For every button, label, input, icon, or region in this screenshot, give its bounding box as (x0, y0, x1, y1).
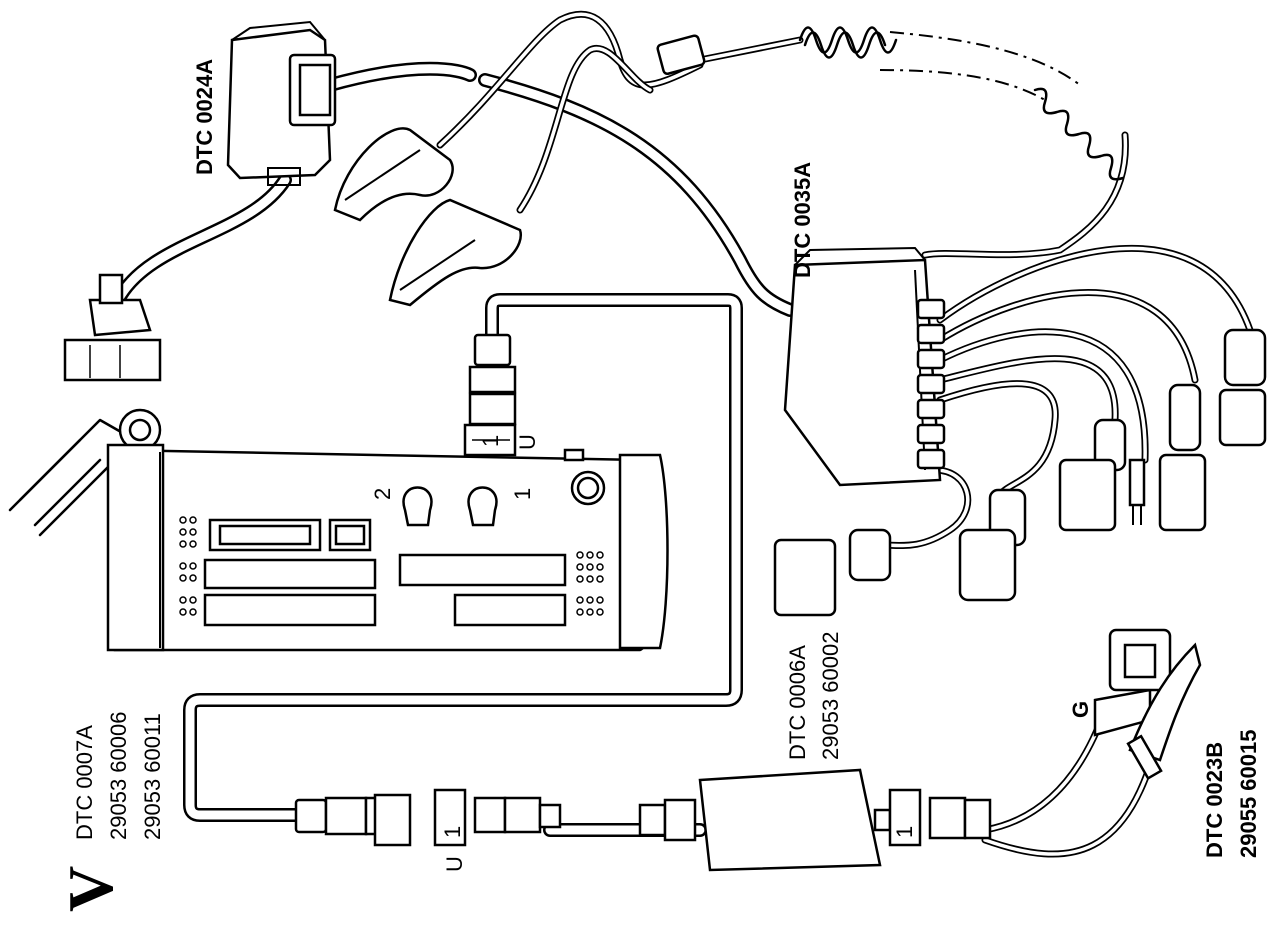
port-label-1: 1 (510, 488, 535, 500)
labels: DTC 0024A DTC 0035A DTC 0007A 29053 6000… (72, 59, 1261, 872)
conn-label-1-bottom-right: 1 (892, 826, 917, 838)
0035a-ports (916, 298, 946, 470)
u-connector-top (463, 333, 517, 457)
alligator-clips (333, 34, 706, 307)
bottom-row-connectors (294, 768, 992, 872)
port-label-g: G (1068, 701, 1093, 718)
label-pn-0006a: 29053 60002 (818, 632, 843, 760)
volvo-logo: V (55, 866, 126, 912)
label-dtc-0007a: DTC 0007A (72, 725, 97, 840)
cables (111, 10, 1254, 858)
conn-label-1-bottom-left: 1 (440, 826, 465, 838)
port-label-2: 2 (370, 488, 395, 500)
label-dtc-0006a: DTC 0006A (785, 645, 810, 760)
conn-label-1-top: 1 (478, 435, 503, 447)
label-dtc-0023b: DTC 0023B (1202, 742, 1227, 858)
sensor-connectors (773, 328, 1267, 617)
port-label-u-bottom: U (442, 856, 467, 872)
label-dtc-0024a: DTC 0024A (192, 59, 217, 175)
port-1-socket (467, 486, 498, 527)
vent-dots (179, 516, 604, 616)
coil-cord (798, 26, 1125, 181)
dtc-0006a-box (698, 768, 882, 872)
dtc-0035a-unit (783, 246, 946, 487)
port-label-u-top: U (515, 434, 540, 450)
tester-unit (8, 408, 669, 652)
label-pn-0007a-1: 29053 60006 (106, 712, 131, 840)
dtc-0024a-unit (63, 20, 337, 382)
label-pn-0007a-2: 29053 60011 (140, 713, 165, 840)
port-2-socket (402, 486, 433, 527)
label-dtc-0035a: DTC 0035A (790, 162, 815, 278)
label-pn-0023b: 29055 60015 (1236, 730, 1261, 858)
dtc-0023b-leads (1093, 628, 1202, 781)
